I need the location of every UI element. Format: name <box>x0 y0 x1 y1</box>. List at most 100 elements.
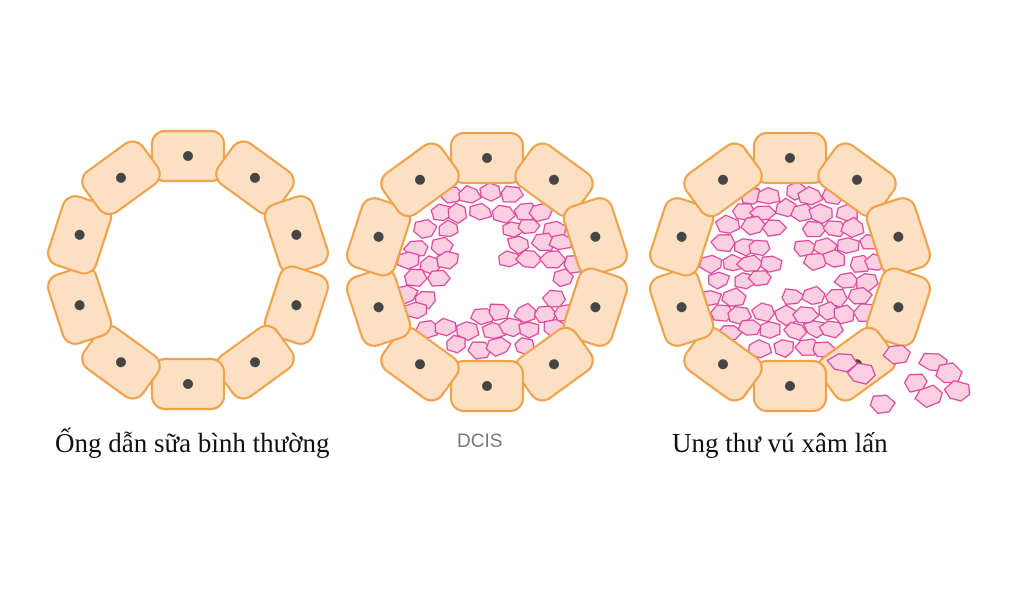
tumor-cell <box>747 270 772 287</box>
tumor-cell <box>943 379 971 402</box>
tumor-cell <box>517 219 541 235</box>
cell-nucleus <box>250 172 260 183</box>
tumor-cell <box>836 237 860 254</box>
cell-nucleus <box>183 379 193 389</box>
tumor-cell <box>847 286 873 305</box>
tumor-cell <box>485 336 512 357</box>
epithelial-cell <box>752 131 828 185</box>
tumor-cell <box>790 203 817 223</box>
cell-nucleus <box>116 357 126 368</box>
epithelial-cell <box>81 324 161 400</box>
cell-nucleus <box>718 359 728 370</box>
tumor-cell <box>515 249 543 269</box>
tumor-cell <box>822 248 846 268</box>
tumor-cell <box>541 289 566 308</box>
cell-nucleus <box>676 231 687 242</box>
epithelial-cell <box>263 265 330 345</box>
tumor-cell <box>548 233 574 251</box>
tumor-cell <box>826 353 858 373</box>
normal-duct-caption: Ống dẫn sữa bình thường <box>55 428 330 458</box>
tumor-cell <box>748 239 771 257</box>
cell-nucleus <box>74 229 85 240</box>
epithelial-cell <box>215 324 295 400</box>
tumor-cell <box>498 250 520 268</box>
tumor-cell <box>882 344 911 365</box>
epithelial-cell <box>683 326 763 402</box>
epithelial-cell <box>150 129 226 183</box>
cell-nucleus <box>718 174 728 185</box>
epithelial-cell <box>562 197 629 277</box>
tumor-cell <box>855 273 879 292</box>
tumor-cell <box>436 250 460 270</box>
tumor-cell <box>801 285 826 306</box>
tumor-cell <box>434 317 457 337</box>
tumor-cell <box>714 214 741 234</box>
cell-nucleus <box>116 172 126 183</box>
epithelial-cell <box>865 197 932 277</box>
cell-nucleus <box>549 174 559 185</box>
tumor-cell <box>903 373 928 393</box>
tumor-cell <box>869 394 896 414</box>
tumor-cell <box>818 320 844 339</box>
cell-nucleus <box>590 231 601 242</box>
cell-nucleus <box>785 381 795 391</box>
tumor-cell <box>413 218 438 239</box>
cell-nucleus <box>373 302 384 313</box>
tumor-cell <box>751 302 776 323</box>
epithelial-cell <box>514 326 594 402</box>
tumor-cell <box>783 321 808 341</box>
epithelial-cell <box>81 140 161 216</box>
tumor-cell <box>761 219 788 237</box>
tumor-cell <box>698 254 723 275</box>
cell-nucleus <box>415 174 425 185</box>
cell-nucleus <box>415 359 425 370</box>
epithelial-cell <box>345 197 412 277</box>
tumor-cell <box>737 319 762 336</box>
epithelial-cell <box>449 359 525 413</box>
epithelial-cell <box>263 195 330 275</box>
tumor-cell <box>479 182 502 202</box>
epithelial-cell <box>449 131 525 185</box>
cell-nucleus <box>482 381 492 391</box>
tumor-cell <box>710 234 736 253</box>
tumor-cell <box>506 235 530 255</box>
epithelial-cell <box>46 195 113 275</box>
normal-duct-panel <box>46 129 330 411</box>
epithelial-cell <box>648 197 715 277</box>
epithelial-cell <box>752 359 828 413</box>
tumor-cell <box>797 186 824 206</box>
epithelial-cell <box>865 267 932 347</box>
tumor-cell <box>760 255 783 273</box>
invasive-cancer-panel <box>648 131 971 414</box>
epithelial-cell <box>380 326 460 402</box>
dcis-caption: DCIS <box>457 431 503 452</box>
tumor-cell <box>707 271 731 290</box>
cell-nucleus <box>373 231 384 242</box>
cell-nucleus <box>291 300 302 311</box>
tumor-cell <box>438 219 459 238</box>
tumor-cell <box>740 215 766 236</box>
cell-nucleus <box>893 231 904 242</box>
tumor-cell <box>488 303 510 322</box>
epithelial-cell <box>683 142 763 218</box>
tumor-cell <box>513 302 536 324</box>
tumor-cell <box>756 186 781 205</box>
cell-nucleus <box>590 302 601 313</box>
tumor-cell <box>446 334 466 354</box>
cell-nucleus <box>893 302 904 313</box>
tumor-cell <box>721 287 747 307</box>
cell-nucleus <box>785 153 795 163</box>
tumor-cell <box>846 362 876 385</box>
tumor-cell <box>518 321 540 339</box>
epithelial-cell <box>514 142 594 218</box>
cell-nucleus <box>482 153 492 163</box>
tumor-cell <box>500 185 524 203</box>
tumor-cell <box>773 339 795 359</box>
tumor-cell <box>455 321 480 342</box>
epithelial-cell <box>380 142 460 218</box>
epithelial-cell <box>648 267 715 347</box>
tumor-cell <box>538 250 567 269</box>
dcis-duct-panel <box>345 131 629 413</box>
tumor-cell <box>935 362 963 384</box>
